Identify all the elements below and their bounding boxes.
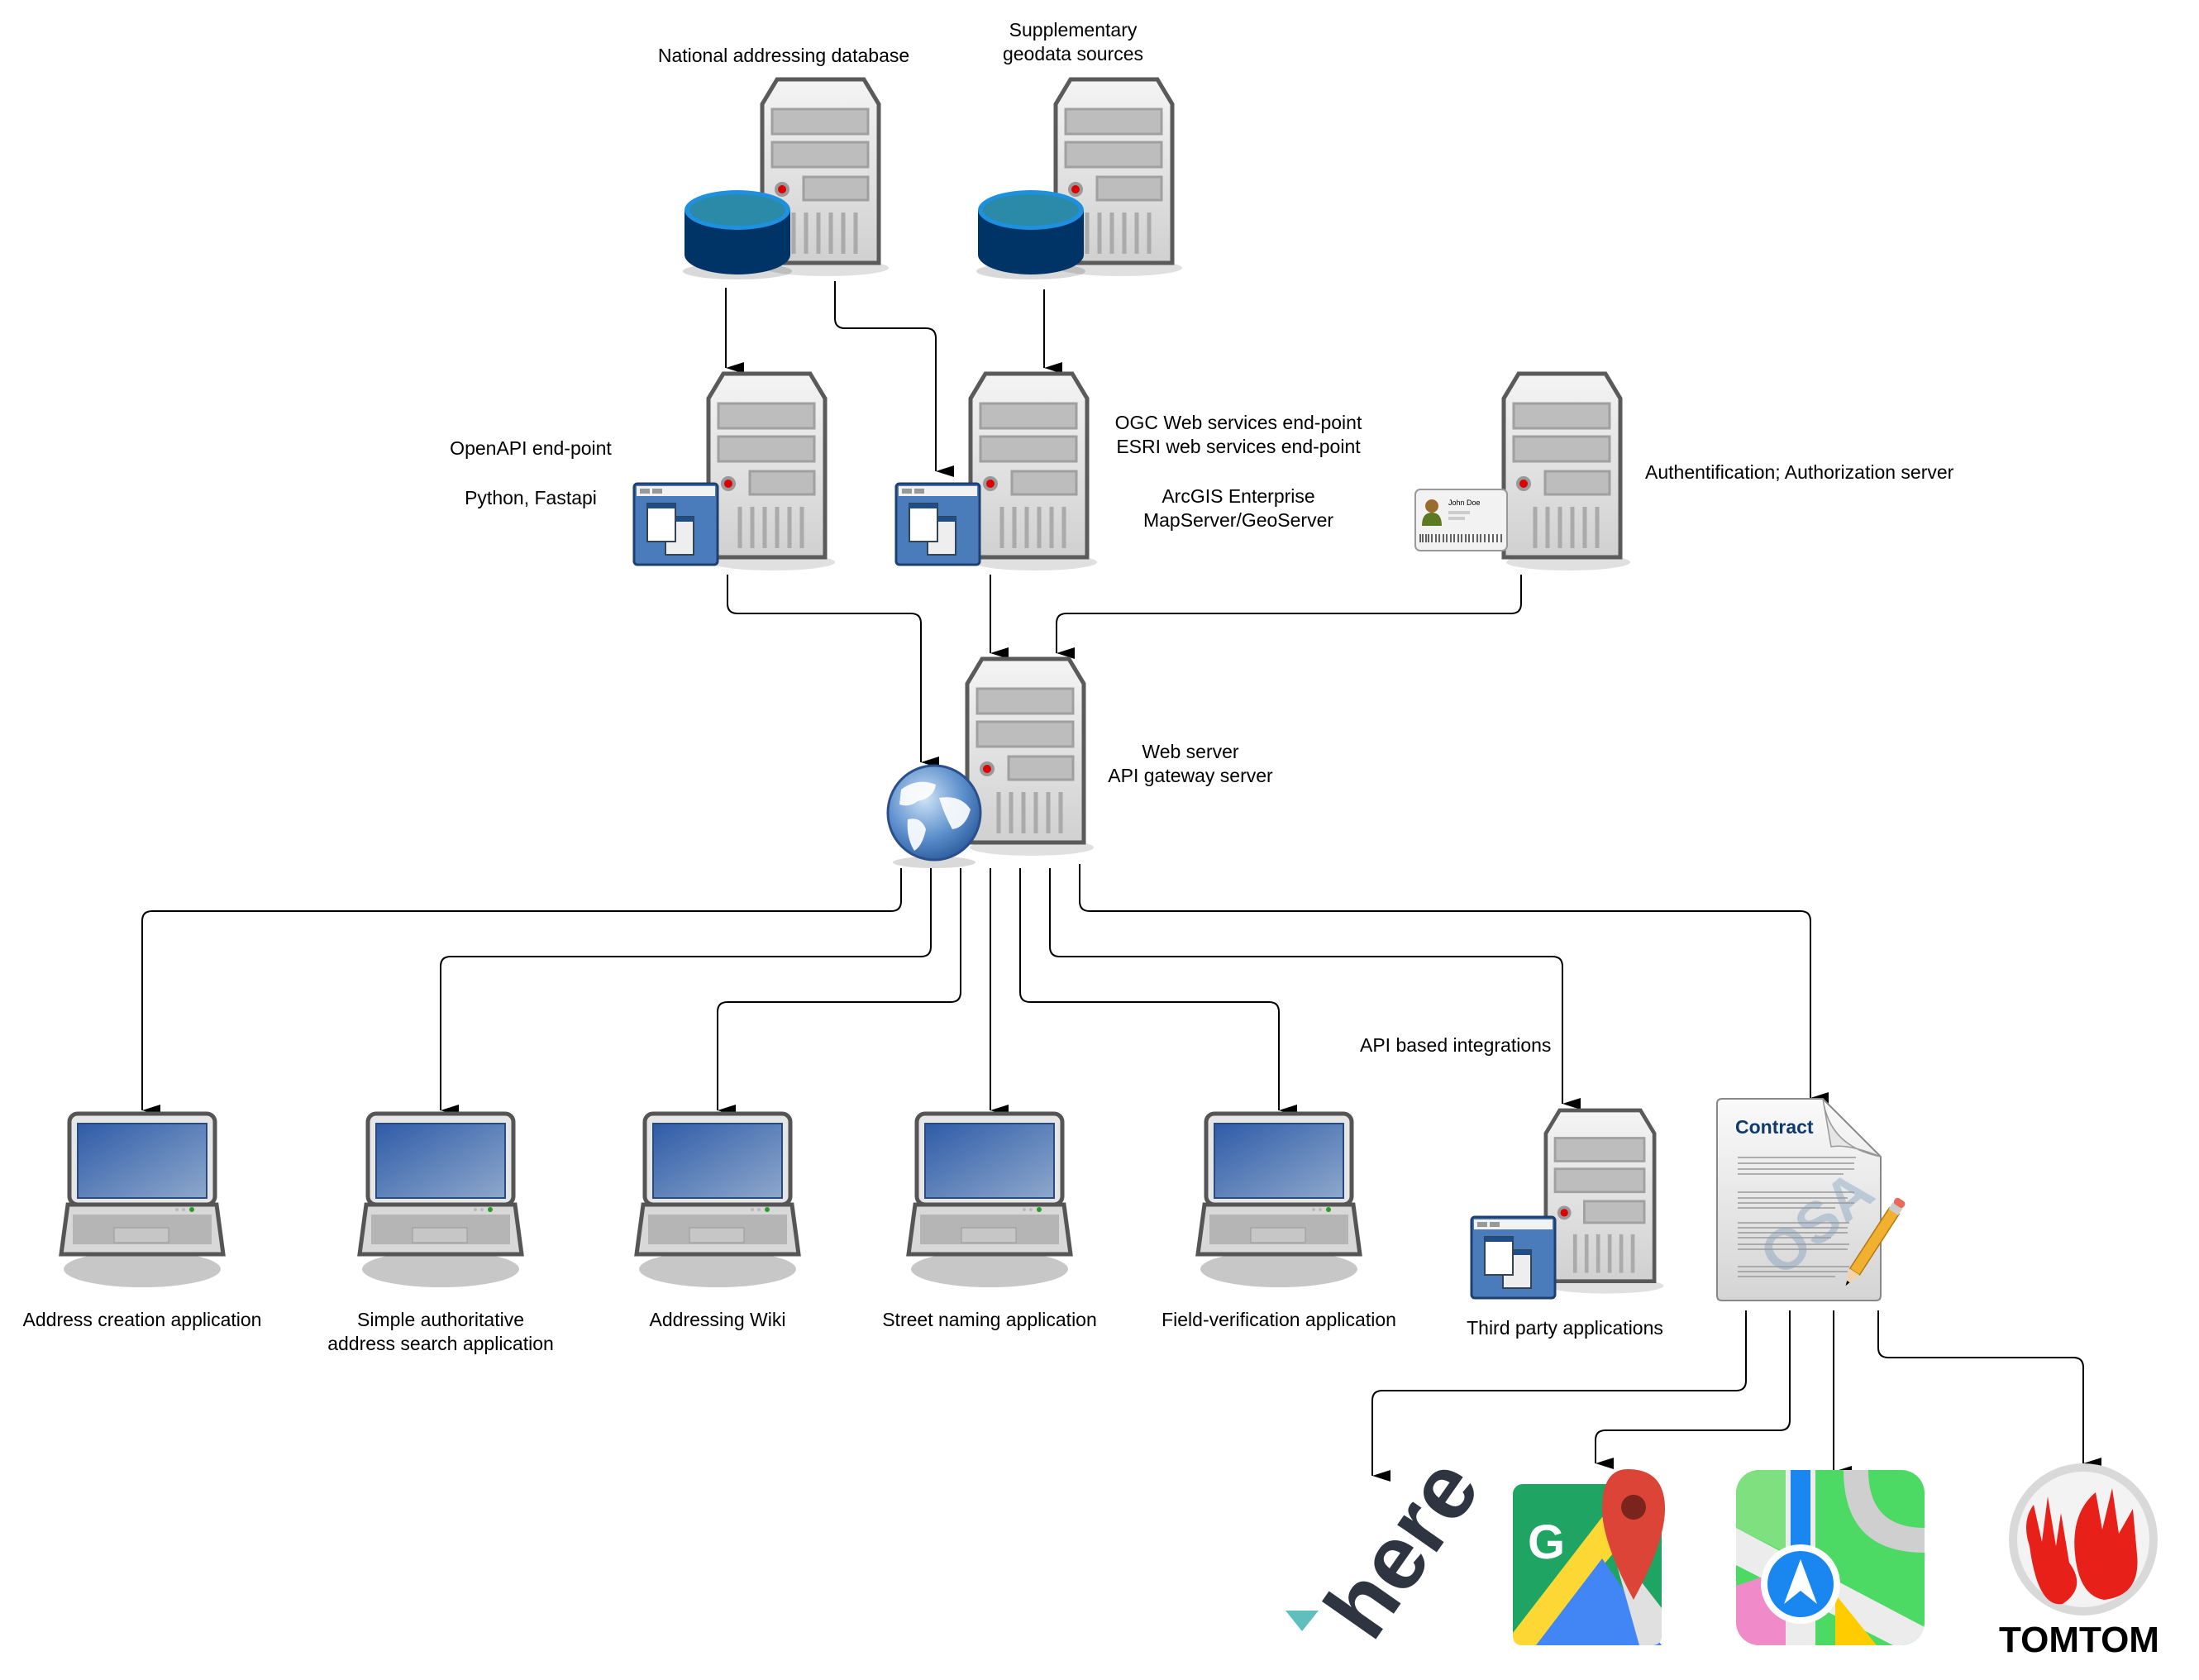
edge-db-to-ogc (834, 281, 954, 477)
globe-icon (885, 764, 984, 868)
auth-server-icon (1501, 370, 1630, 570)
client-label-line: Address creation application (22, 1309, 262, 1330)
contract-title: Contract (1735, 1116, 1814, 1138)
laptop-icon (899, 1111, 1080, 1290)
national-db-server-icon (760, 76, 889, 276)
ogc-sublabel-line-1: ArcGIS Enterprise (1162, 485, 1315, 507)
client-label: Field-verification application (1162, 1308, 1396, 1332)
supplementary-label-line-2: geodata sources (1002, 43, 1144, 64)
ogc-label-line-1: OGC Web services end-point (1114, 412, 1362, 433)
edge-contract-to-here (1371, 1310, 1747, 1482)
national-db-label: National addressing database (657, 45, 910, 66)
application-window-icon (632, 482, 719, 566)
ogc-server-icon (968, 370, 1097, 570)
tomtom-logo: TOMTOM (1972, 1463, 2187, 1666)
application-window-icon (894, 482, 981, 566)
laptop-icon (1188, 1111, 1370, 1290)
tomtom-logo-text: TOMTOM (1999, 1620, 2159, 1660)
edge-gateway-to-client-1 (141, 868, 902, 1116)
apple-maps-logo (1736, 1470, 1925, 1645)
edge-contract-to-tomtom (1877, 1310, 2101, 1469)
client-label-line: Simple authoritative (356, 1309, 524, 1330)
client-label-line: Street naming application (882, 1309, 1097, 1330)
application-window-icon (1470, 1215, 1557, 1300)
edge-auth-to-gateway (1056, 575, 1522, 659)
edge-gateway-to-contract (1079, 864, 1829, 1104)
laptop-icon (627, 1111, 809, 1290)
openapi-sublabel: Python, Fastapi (465, 487, 597, 508)
supplementary-label: Supplementary geodata sources (1003, 18, 1143, 66)
here-logo: here (1286, 1440, 1499, 1656)
third-party-server-icon (1543, 1105, 1664, 1294)
gateway-label: Web server API gateway server (1108, 740, 1272, 788)
client-label-line: Field-verification application (1162, 1309, 1396, 1330)
client-label-line: Addressing Wiki (649, 1309, 786, 1330)
id-card-name: John Doe (1448, 499, 1481, 507)
ogc-sublabel-line-2: MapServer/GeoServer (1142, 509, 1334, 531)
api-integrations-label: API based integrations (1360, 1034, 1552, 1056)
third-party-label: Third party applications (1467, 1317, 1663, 1339)
google-maps-logo: G (1511, 1468, 1677, 1649)
google-maps-logo-text: G (1528, 1515, 1565, 1569)
edge-openapi-to-gateway (727, 575, 939, 768)
edge-gateway-to-client-2 (440, 868, 932, 1116)
gateway-label-line-2: API gateway server (1108, 765, 1273, 786)
client-label: Addressing Wiki (650, 1308, 786, 1332)
gateway-label-line-1: Web server (1142, 741, 1239, 762)
client-label: Street naming application (882, 1308, 1097, 1332)
edge-gateway-to-client-3 (717, 868, 961, 1116)
edge-contract-to-google (1595, 1310, 1791, 1469)
ogc-label: OGC Web services end-point ESRI web serv… (1115, 411, 1362, 459)
supplementary-label-line-1: Supplementary (1009, 19, 1138, 41)
database-cylinder-icon (682, 189, 794, 279)
laptop-icon (350, 1111, 532, 1290)
laptop-icon (51, 1111, 233, 1290)
client-label-line: address search application (327, 1333, 554, 1354)
edge-gateway-to-client-5 (1019, 868, 1297, 1116)
ogc-sublabel: ArcGIS Enterprise MapServer/GeoServer (1143, 484, 1333, 532)
client-label: Address creation application (23, 1308, 262, 1332)
database-cylinder-icon (975, 189, 1087, 279)
id-card-icon: John Doe (1414, 488, 1509, 554)
auth-label: Authentification; Authorization server (1645, 461, 1954, 483)
gateway-server-icon (965, 656, 1094, 856)
openapi-label: OpenAPI end-point (450, 437, 612, 459)
contract-document-icon[interactable]: Contract OSA (1715, 1097, 1906, 1308)
client-label: Simple authoritative address search appli… (327, 1308, 554, 1356)
edge-gateway-to-third-party (1049, 868, 1581, 1110)
supplementary-server-icon (1053, 76, 1182, 276)
ogc-label-line-2: ESRI web services end-point (1116, 436, 1361, 457)
openapi-server-icon (706, 370, 835, 570)
